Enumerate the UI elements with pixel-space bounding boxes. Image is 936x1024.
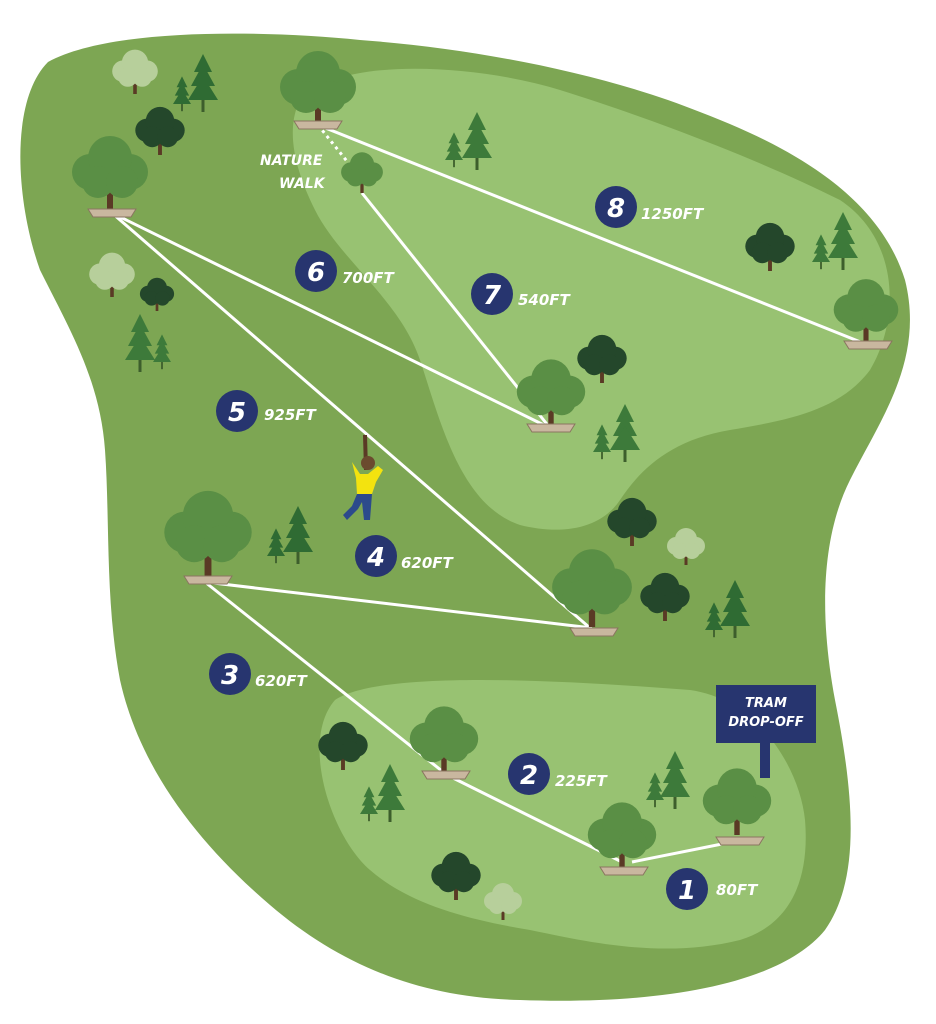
svg-text:TRAM: TRAM xyxy=(745,696,787,711)
svg-text:540FT: 540FT xyxy=(518,291,572,309)
zipline-badge-3: 3 620FT xyxy=(209,653,309,695)
nature-walk-label: NATURE WALK xyxy=(260,153,326,192)
svg-text:620FT: 620FT xyxy=(401,554,455,572)
svg-text:620FT: 620FT xyxy=(255,672,309,690)
zipline-badge-4: 4 620FT xyxy=(355,535,455,577)
zipline-badge-8: 8 1250FT xyxy=(595,186,705,228)
svg-text:8: 8 xyxy=(607,194,625,224)
zipline-badge-6: 6 700FT xyxy=(295,250,396,292)
svg-text:3: 3 xyxy=(221,661,239,691)
zipline-badge-1: 1 80FT xyxy=(666,868,759,910)
svg-text:NATURE: NATURE xyxy=(260,153,323,169)
svg-text:DROP-OFF: DROP-OFF xyxy=(728,715,803,730)
zipline-badge-5: 5 925FT xyxy=(216,390,318,432)
svg-text:4: 4 xyxy=(366,543,385,573)
svg-text:700FT: 700FT xyxy=(342,269,396,287)
upper-meadow xyxy=(292,68,890,530)
svg-text:2: 2 xyxy=(520,761,538,791)
svg-text:925FT: 925FT xyxy=(264,406,318,424)
svg-text:5: 5 xyxy=(228,398,246,428)
svg-text:225FT: 225FT xyxy=(555,772,609,790)
svg-text:1250FT: 1250FT xyxy=(641,205,705,223)
svg-text:1: 1 xyxy=(678,876,696,906)
svg-text:WALK: WALK xyxy=(279,176,326,192)
zipline-badge-7: 7 540FT xyxy=(471,273,572,315)
tram-drop-off-sign: TRAM DROP-OFF xyxy=(716,685,816,778)
svg-text:7: 7 xyxy=(483,281,502,311)
zipline-rider xyxy=(343,434,383,520)
zipline-badge-2: 2 225FT xyxy=(508,753,609,795)
svg-text:80FT: 80FT xyxy=(716,881,759,899)
svg-text:6: 6 xyxy=(307,258,325,288)
